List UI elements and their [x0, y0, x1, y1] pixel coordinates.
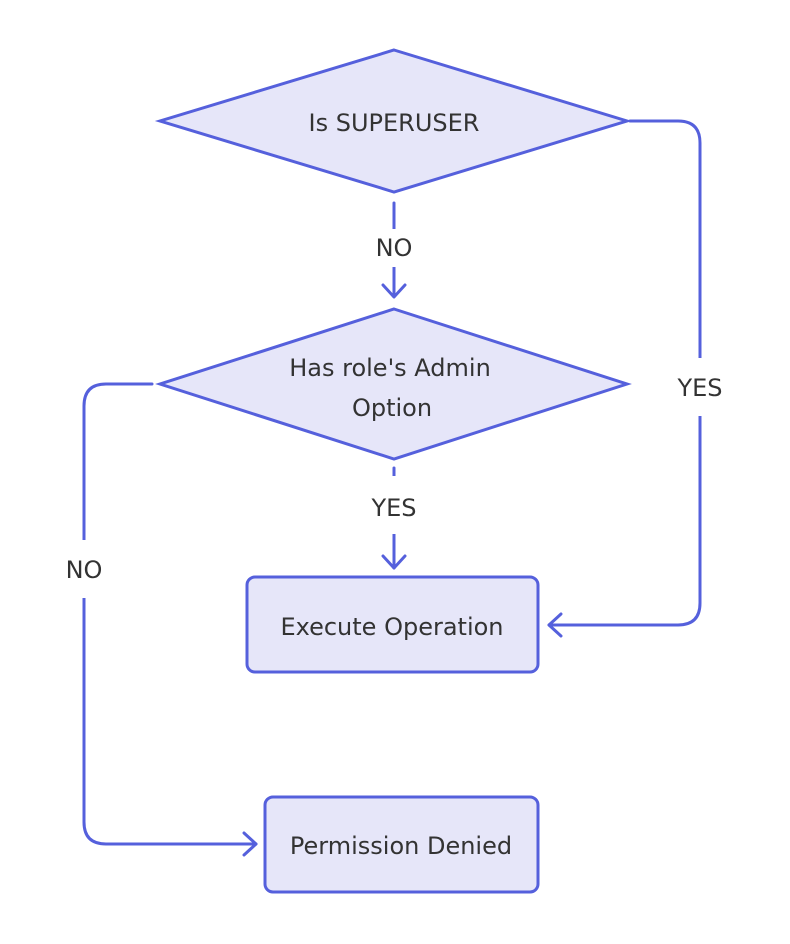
node-label-line-2: Option	[352, 394, 432, 422]
node-has-admin-option: Has role's Admin Option	[155, 307, 632, 461]
edge-label-text: NO	[66, 556, 103, 584]
arrow-head-icon	[381, 283, 407, 299]
node-execute-operation: Execute Operation	[245, 575, 540, 674]
arrow-head-icon	[242, 831, 258, 857]
node-label: Execute Operation	[280, 613, 503, 641]
edge-label-text: YES	[370, 494, 416, 522]
arrow-head-icon	[381, 554, 407, 570]
node-is-superuser: Is SUPERUSER	[154, 48, 633, 194]
node-label: Permission Denied	[290, 832, 512, 860]
node-label-line-1: Has role's Admin	[289, 354, 491, 382]
node-permission-denied: Permission Denied	[263, 795, 540, 894]
edge-label-admin-no: NO	[56, 540, 112, 598]
node-label: Is SUPERUSER	[309, 109, 480, 137]
arrow-head-icon	[547, 612, 563, 638]
edge-label-admin-yes: YES	[362, 476, 426, 534]
edge-label-superuser-yes: YES	[668, 358, 732, 416]
edge-admin-no	[82, 382, 258, 857]
edge-label-text: YES	[676, 374, 722, 402]
edge-label-superuser-no: NO	[368, 229, 420, 267]
edge-label-text: NO	[376, 234, 413, 262]
